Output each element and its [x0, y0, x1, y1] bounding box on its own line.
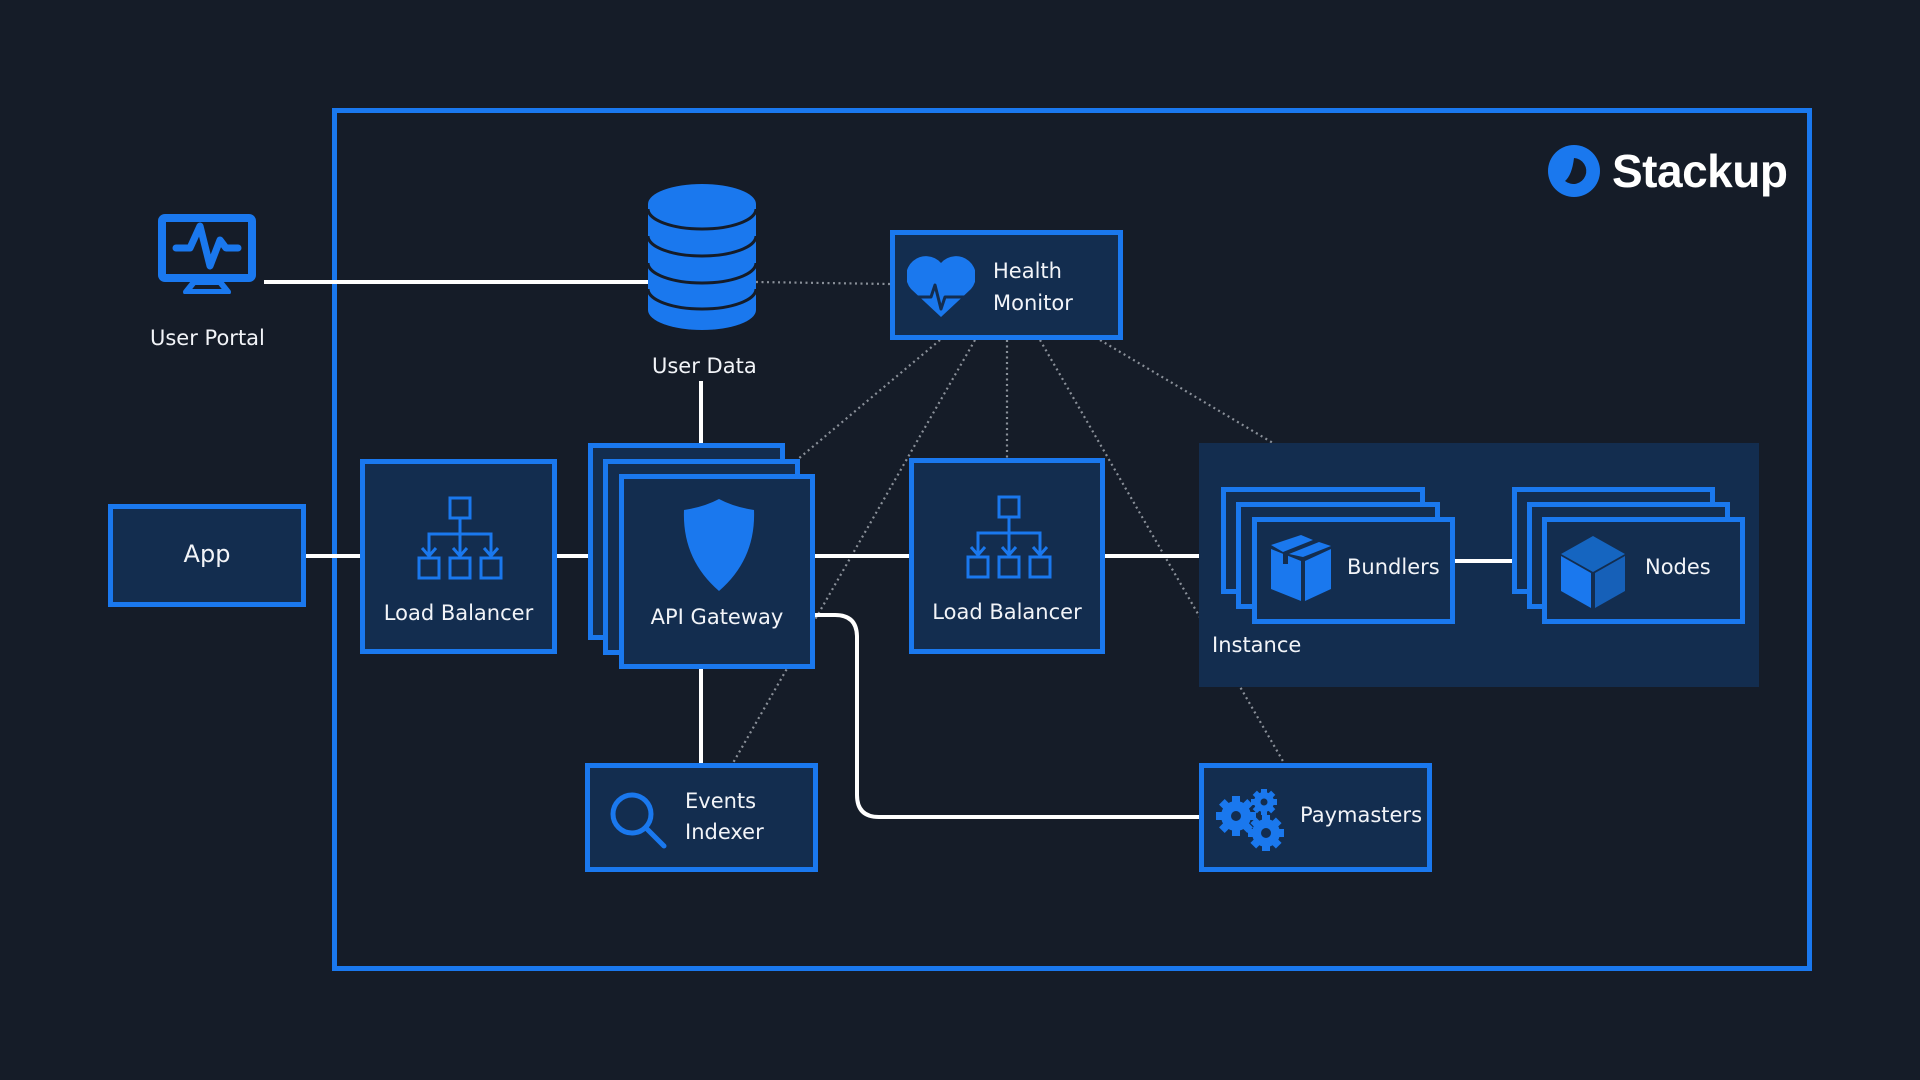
app-label: App — [183, 540, 231, 568]
user-data-label: User Data — [652, 354, 757, 378]
solid-connectors — [264, 280, 1199, 819]
monitor-pulse-icon — [158, 214, 256, 294]
api-gateway-label: API Gateway — [650, 605, 784, 629]
load-balancer-icon — [966, 495, 1052, 579]
paymasters-label: Paymasters — [1300, 803, 1423, 827]
nodes-node[interactable]: Nodes — [1542, 517, 1745, 624]
events-indexer-label-line2: Indexer — [685, 820, 764, 844]
heart-pulse-icon — [907, 256, 975, 317]
load-balancer-1-label: Load Balancer — [383, 601, 534, 625]
bundlers-node[interactable]: Bundlers — [1252, 517, 1455, 624]
user-portal-label: User Portal — [150, 326, 265, 350]
load-balancer-icon — [417, 496, 503, 580]
health-monitor-node[interactable]: Health Monitor — [890, 230, 1123, 340]
load-balancer-node-2[interactable]: Load Balancer — [909, 458, 1105, 654]
system-boundary-frame — [332, 108, 1812, 971]
database-icon — [648, 184, 756, 330]
dotted-connector-health-eventsindexer — [732, 339, 976, 764]
nodes-label: Nodes — [1645, 555, 1711, 579]
brand-name: Stackup — [1612, 145, 1788, 197]
events-indexer-node[interactable]: Events Indexer — [585, 763, 818, 872]
cube-icon — [1561, 536, 1625, 608]
health-monitor-label-line2: Monitor — [993, 291, 1073, 315]
health-monitor-label-line1: Health — [993, 259, 1062, 283]
dotted-connectors — [732, 280, 1285, 764]
search-icon — [610, 792, 667, 849]
package-icon — [1271, 535, 1331, 601]
dotted-connector-health-apigateway — [784, 339, 941, 471]
shield-icon — [683, 499, 755, 591]
paymasters-node[interactable]: Paymasters — [1199, 763, 1432, 872]
api-gateway-node[interactable]: API Gateway — [619, 474, 815, 669]
load-balancer-2-label: Load Balancer — [932, 600, 1082, 624]
load-balancer-node-1[interactable]: Load Balancer — [360, 459, 557, 654]
gears-icon — [1216, 789, 1284, 851]
stackup-logo: Stackup — [1548, 144, 1788, 198]
connector-apigateway-paymasters — [815, 613, 1199, 819]
bundlers-label: Bundlers — [1347, 555, 1440, 579]
app-node[interactable]: App — [108, 504, 306, 607]
dotted-connector-health-instance — [1099, 339, 1274, 444]
dotted-connector-health-userdata — [755, 280, 891, 286]
events-indexer-label-line1: Events — [685, 789, 757, 813]
stackup-logo-icon — [1548, 145, 1600, 197]
instance-label: Instance — [1212, 633, 1302, 657]
